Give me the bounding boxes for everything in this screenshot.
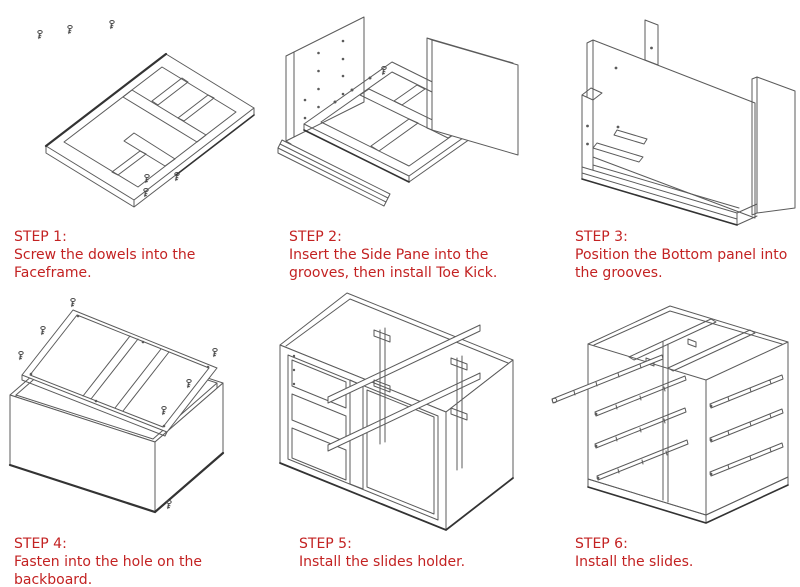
step-4-label: STEP 4:	[14, 536, 67, 552]
step-5-label: STEP 5:	[299, 536, 352, 552]
step-3-diagram	[556, 8, 800, 226]
step-4-description: Fasten into the hole on the backboard.	[14, 554, 203, 587]
side-panels-and-toe-kick-drawing	[277, 16, 519, 207]
faceframe-with-dowels-drawing	[37, 20, 255, 208]
step-3-caption: STEP 3: Position the Bottom panel into t…	[575, 228, 800, 282]
step-5-diagram	[270, 284, 548, 536]
step-6-diagram	[550, 292, 800, 532]
step-1-label: STEP 1:	[14, 229, 67, 245]
step-5-description: Install the slides holder.	[299, 554, 466, 570]
step-2-diagram	[272, 2, 544, 224]
step-5-caption: STEP 5: Install the slides holder.	[299, 535, 549, 571]
step-2-caption: STEP 2: Insert the Side Pane into the gr…	[289, 228, 549, 282]
step-6-description: Install the slides.	[575, 554, 694, 570]
step-6-label: STEP 6:	[575, 536, 628, 552]
step-1-description: Screw the dowels into the Faceframe.	[14, 247, 196, 281]
step-1-diagram	[8, 16, 263, 224]
step-4-diagram	[6, 290, 270, 532]
bottom-panel-into-grooves-drawing	[581, 19, 796, 226]
step-3-description: Position the Bottom panel into the groov…	[575, 247, 788, 281]
slides-installed-drawing	[551, 305, 789, 524]
step-1-caption: STEP 1: Screw the dowels into the Facefr…	[14, 228, 269, 282]
step-3-label: STEP 3:	[575, 229, 628, 245]
step-2-description: Insert the Side Pane into the grooves, t…	[289, 247, 498, 281]
slides-holder-drawing	[279, 292, 514, 532]
step-4-caption: STEP 4: Fasten into the hole on the back…	[14, 535, 269, 587]
step-6-caption: STEP 6: Install the slides.	[575, 535, 800, 571]
step-2-label: STEP 2:	[289, 229, 342, 245]
backboard-fastening-drawing	[8, 298, 225, 514]
